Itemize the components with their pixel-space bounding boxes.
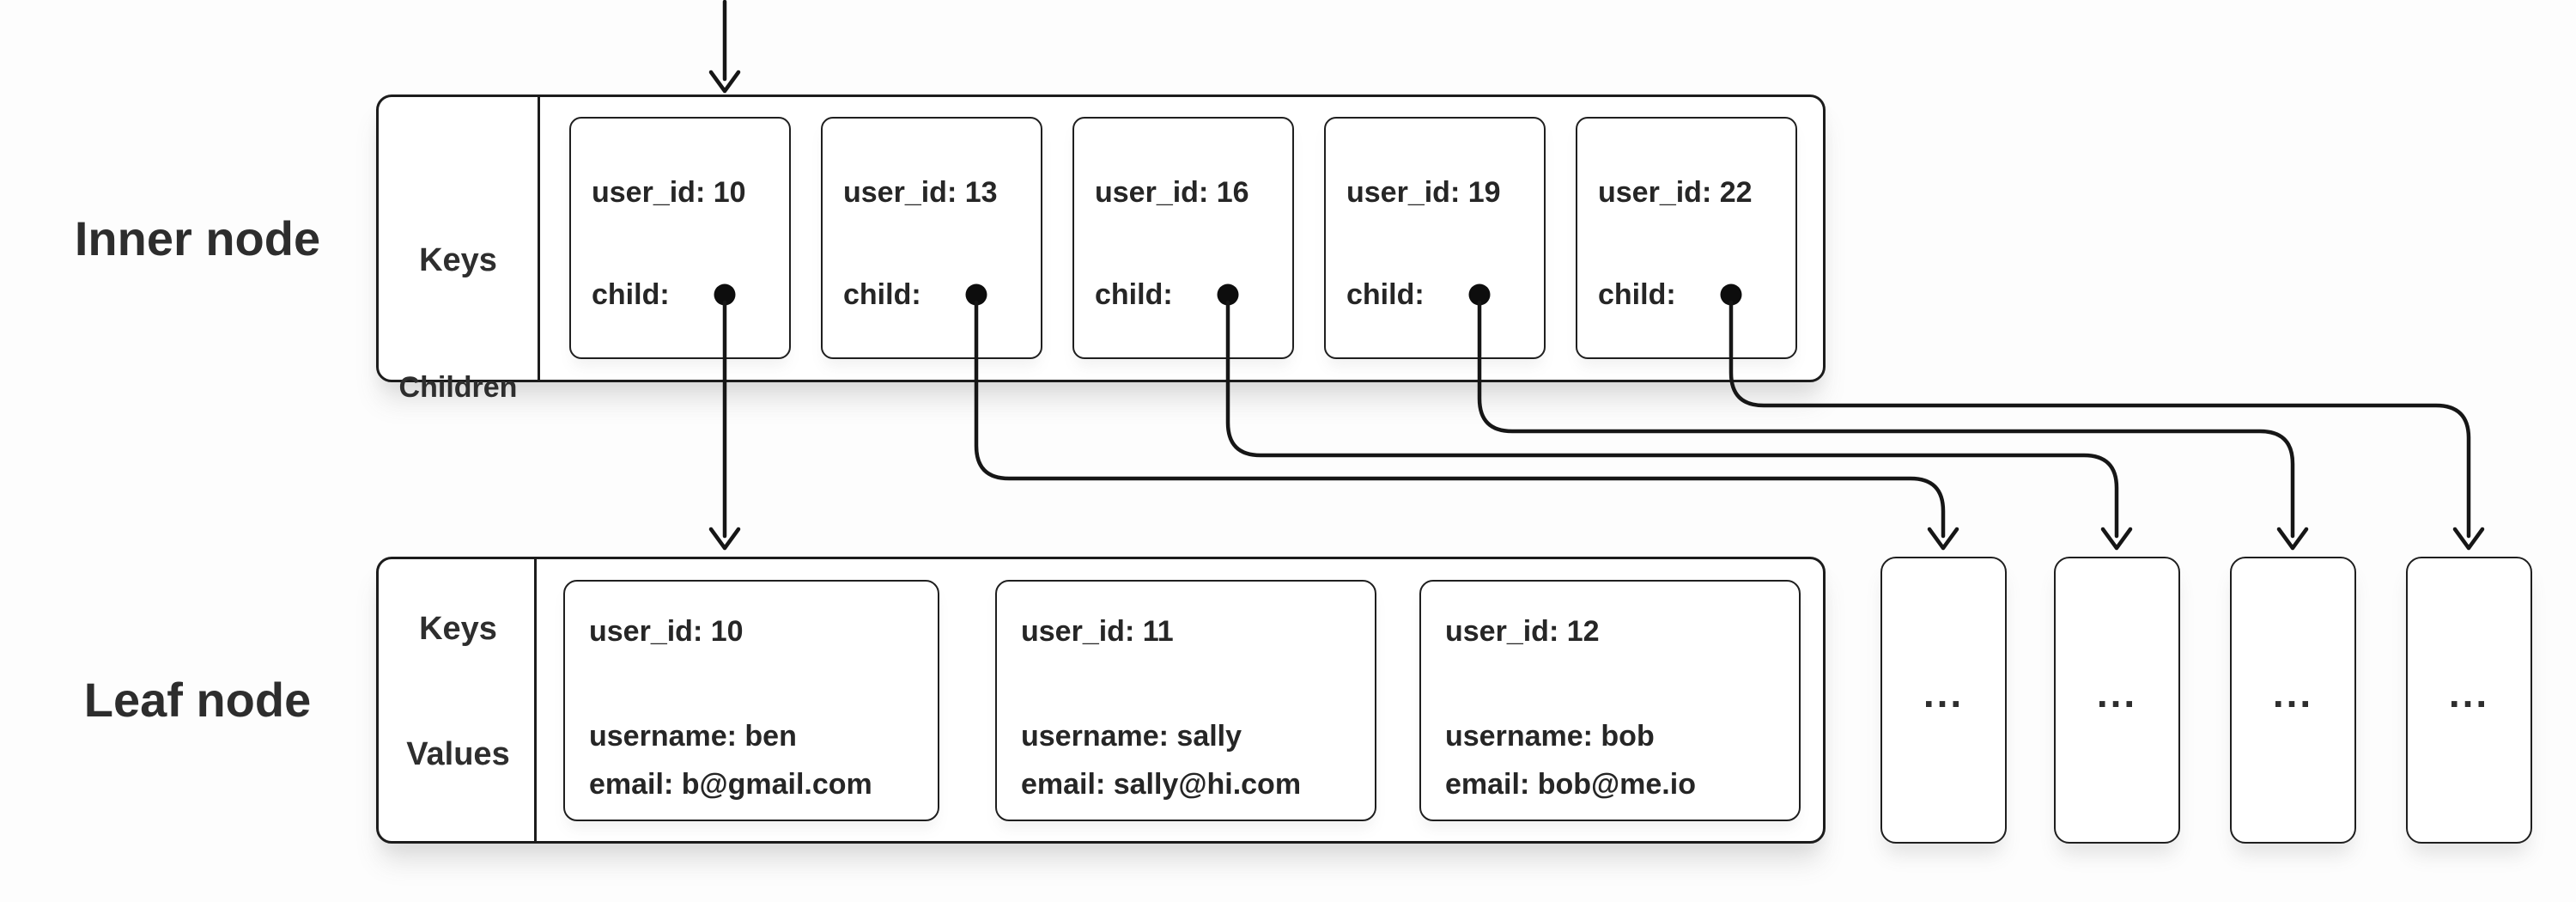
leaf-username: username: ben — [589, 720, 797, 753]
child-arrow-to-overflow-4 — [1728, 300, 2485, 551]
leaf-email: email: bob@me.io — [1445, 768, 1696, 801]
leaf-node-row-label-keys: Keys — [419, 611, 497, 647]
leaf-email: email: sally@hi.com — [1021, 768, 1302, 801]
overflow-leaf-box: ... — [2406, 557, 2532, 844]
inner-key-cell: user_id: 10 child: — [569, 117, 791, 359]
child-label: child: — [592, 278, 670, 311]
leaf-record-cell: user_id: 10 username: ben email: b@gmail… — [563, 580, 939, 821]
leaf-node-box: Keys Values user_id: 10 username: ben em… — [376, 557, 1826, 844]
leaf-email: email: b@gmail.com — [589, 768, 872, 801]
leaf-record-cell: user_id: 12 username: bob email: bob@me.… — [1419, 580, 1801, 821]
child-label: child: — [1346, 278, 1425, 311]
child-label: child: — [1095, 278, 1173, 311]
inner-node-box: Keys Children user_id: 10 child: user_id… — [376, 94, 1826, 404]
inner-node-divider — [538, 97, 540, 380]
leaf-key: user_id: 12 — [1445, 615, 1600, 648]
overflow-leaf-box: ... — [2230, 557, 2356, 844]
parent-entry-arrow — [708, 0, 741, 94]
ellipsis-label: ... — [2272, 671, 2314, 716]
inner-key: user_id: 16 — [1095, 176, 1249, 209]
leaf-node-title: Leaf node — [83, 673, 312, 727]
inner-key: user_id: 10 — [592, 176, 746, 209]
overflow-leaf-box: ... — [1880, 557, 2007, 844]
leaf-username: username: bob — [1445, 720, 1655, 753]
leaf-key: user_id: 11 — [1021, 615, 1174, 648]
overflow-leaf-box: ... — [2054, 557, 2180, 844]
inner-key-cell: user_id: 19 child: — [1324, 117, 1546, 359]
ellipsis-label: ... — [2096, 671, 2138, 716]
inner-node-row-label-keys: Keys — [419, 242, 497, 278]
inner-key-cell: user_id: 13 child: — [821, 117, 1042, 359]
leaf-record-cell: user_id: 11 username: sally email: sally… — [995, 580, 1376, 821]
child-label: child: — [843, 278, 921, 311]
ellipsis-label: ... — [1923, 671, 1965, 716]
inner-key: user_id: 19 — [1346, 176, 1501, 209]
child-label: child: — [1598, 278, 1676, 311]
ellipsis-label: ... — [2448, 671, 2490, 716]
leaf-username: username: sally — [1021, 720, 1242, 753]
inner-node-title: Inner node — [74, 211, 321, 265]
inner-node-row-label-children: Children — [398, 371, 518, 404]
inner-key-cell: user_id: 16 child: — [1072, 117, 1294, 359]
inner-key-cell: user_id: 22 child: — [1576, 117, 1797, 359]
inner-key: user_id: 22 — [1598, 176, 1753, 209]
leaf-node-divider — [534, 559, 537, 841]
inner-key: user_id: 13 — [843, 176, 998, 209]
leaf-node-row-label-values: Values — [406, 736, 510, 772]
leaf-key: user_id: 10 — [589, 615, 744, 648]
